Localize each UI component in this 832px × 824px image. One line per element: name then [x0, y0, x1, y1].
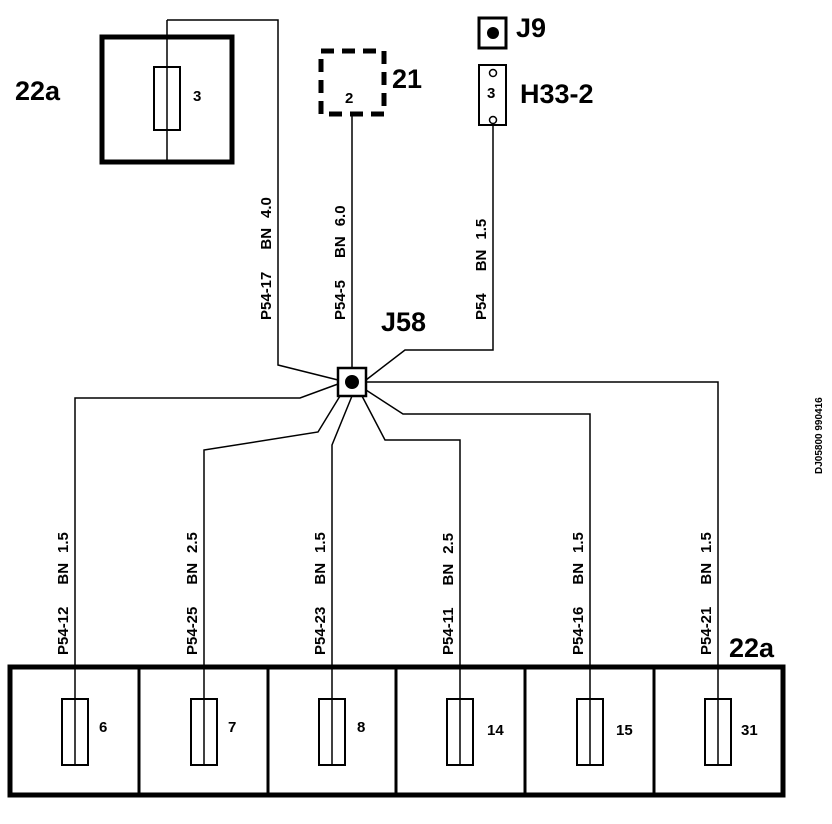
splice-j58: J58 [336, 307, 426, 398]
relay-21: 2 21 [318, 48, 422, 117]
wire-label-p54-12: P54-12BN1.5 [55, 532, 72, 655]
wire-label-p54-23: P54-23BN1.5 [312, 532, 329, 655]
connector-j9-label: J9 [516, 13, 546, 43]
wire-label-p54-5: P54-5BN6.0 [332, 205, 349, 320]
connector-j9-outline [477, 16, 508, 50]
fusebox-22a-bottom: 22a 6 7 8 14 15 31 [7, 633, 786, 798]
fusebox-22a-bottom-label: 22a [729, 633, 775, 663]
wire-p54-17 [167, 19, 339, 381]
wire-label-p54-21: P54-21BN1.5 [698, 532, 715, 655]
fuse-8-number: 8 [357, 719, 365, 736]
fuse-15-number: 15 [616, 722, 633, 739]
wire-p54-11 [361, 395, 461, 765]
wire-label-p54: P54BN1.5 [473, 219, 490, 320]
wire-label-p54-17: P54-17BN4.0 [258, 197, 275, 320]
connector-h33-2-pin-bottom [488, 115, 498, 125]
fusebox-22a-top: 3 22a [15, 20, 235, 165]
top-wires [167, 19, 494, 381]
document-id: DJ05800 990416 [814, 397, 825, 474]
fuse-6-number: 6 [99, 719, 107, 736]
connector-j9-pin [487, 27, 499, 39]
wire-p54 [365, 124, 494, 381]
fusebox-22a-top-label: 22a [15, 76, 61, 106]
relay-21-label: 21 [392, 64, 422, 94]
wire-p54-25 [203, 395, 341, 765]
wire-p54-23 [331, 395, 353, 765]
wire-label-p54-25: P54-25BN2.5 [184, 532, 201, 655]
relay-21-pin: 2 [345, 90, 353, 107]
wire-p54-12 [74, 383, 339, 765]
fuse-7-number: 7 [228, 719, 236, 736]
bottom-wires [74, 381, 719, 765]
splice-j58-label: J58 [381, 307, 426, 337]
fuse-3-number: 3 [193, 88, 201, 105]
wire-p54-16 [365, 389, 591, 765]
connector-h33-2-pin: 3 [487, 85, 495, 102]
fuse-31-number: 31 [741, 722, 758, 739]
connector-h33-2-pin-top [488, 68, 498, 78]
connector-h33-2-label: H33-2 [520, 79, 594, 109]
connector-j9: J9 [477, 13, 546, 50]
fuse-14-number: 14 [487, 722, 504, 739]
connector-h33-2: 3 H33-2 [478, 64, 594, 126]
wire-p54-21 [366, 381, 719, 765]
wire-label-p54-16: P54-16BN1.5 [570, 532, 587, 655]
wire-label-p54-11: P54-11BN2.5 [440, 533, 457, 655]
splice-j58-node [345, 375, 359, 389]
